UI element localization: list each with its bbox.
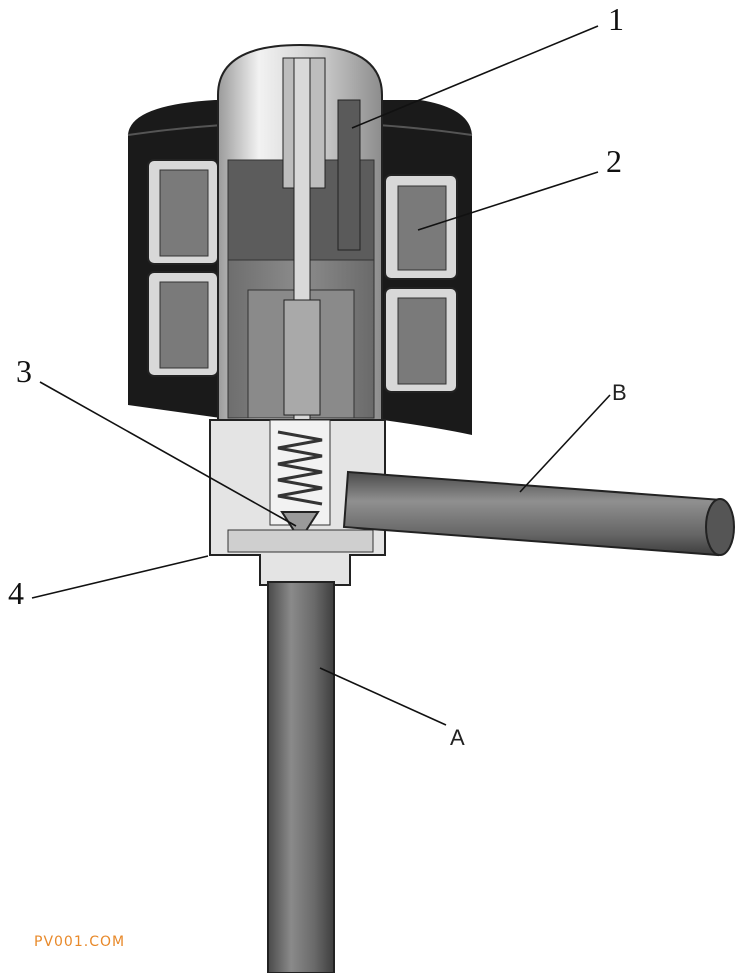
label-1: 1 <box>608 1 624 37</box>
leader-A <box>319 667 447 726</box>
leader-4 <box>31 555 209 599</box>
label-A: A <box>450 725 465 750</box>
label-2: 2 <box>606 143 622 179</box>
pipe-a <box>267 581 335 973</box>
label-3: 3 <box>16 353 32 389</box>
leader-2 <box>417 171 599 231</box>
valve-spring <box>277 430 323 506</box>
leader-lines <box>31 25 611 726</box>
leader-1 <box>351 25 599 129</box>
label-B: B <box>612 380 627 405</box>
pipe-b <box>342 470 735 557</box>
callout-labels: 1 2 3 4 A B <box>8 1 627 750</box>
watermark: PV001.COM <box>34 934 126 950</box>
plunger-assembly <box>282 57 361 459</box>
valve-body <box>209 419 386 586</box>
leader-B <box>519 394 611 493</box>
coil-winding-right <box>384 174 458 393</box>
leader-3 <box>39 381 297 527</box>
label-4: 4 <box>8 575 24 611</box>
